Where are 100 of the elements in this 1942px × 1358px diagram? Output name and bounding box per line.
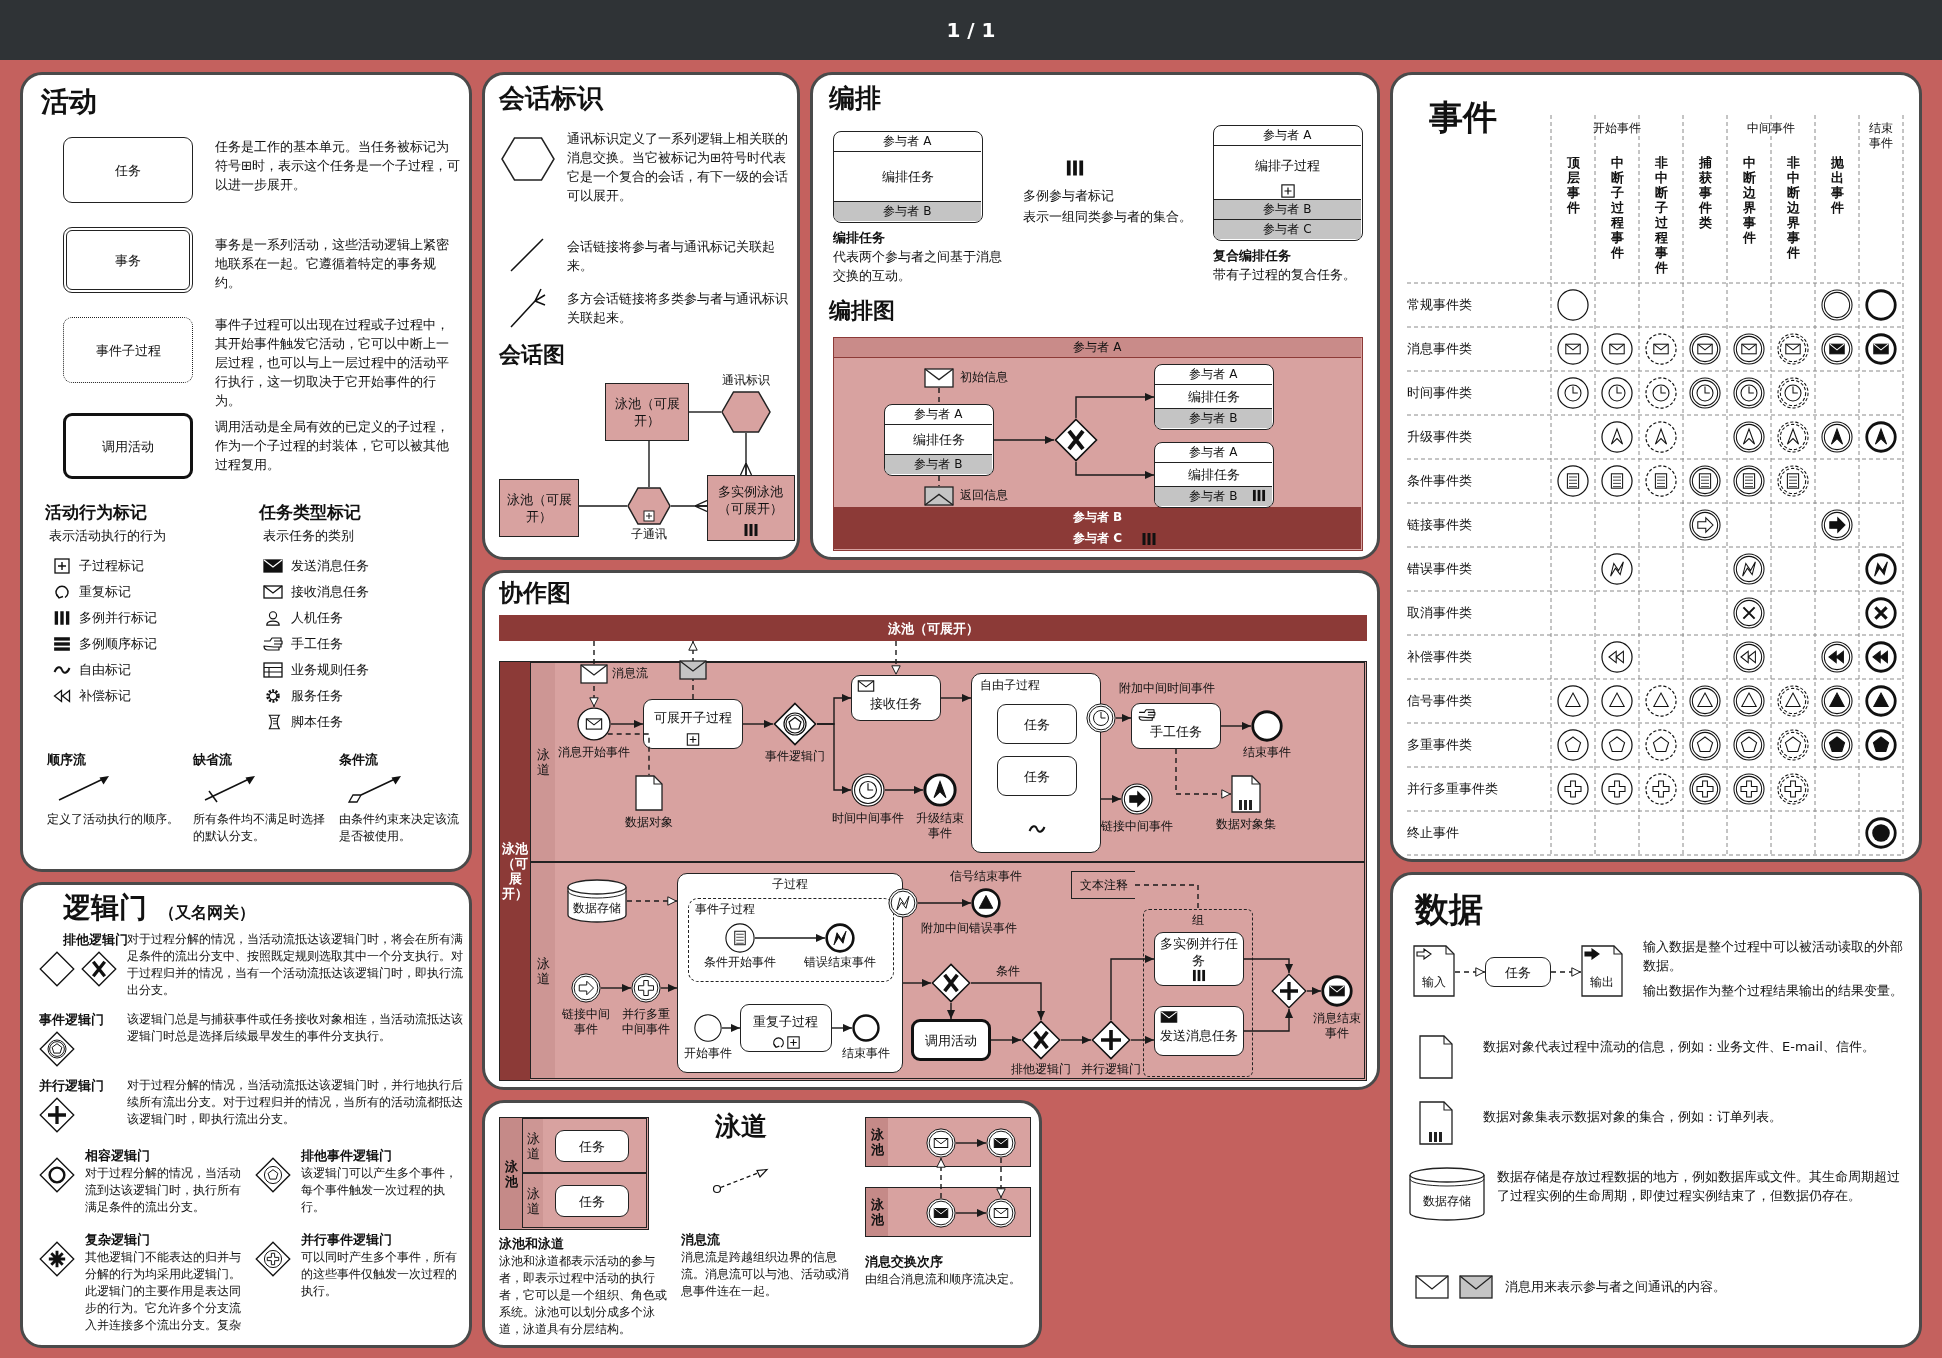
- event-caption: 附加中间错误事件: [921, 921, 1017, 936]
- description: 事务是一系列活动，这些活动逻辑上紧密地联系在一起。它遵循着特定的事务规约。: [215, 236, 450, 292]
- lane-label: 泳道: [531, 863, 555, 1078]
- task-box: 任务: [555, 1185, 629, 1217]
- participant-band: 参与者 A: [834, 132, 981, 152]
- description: 输出数据作为整个过程结果输出的结果变量。: [1643, 982, 1904, 1000]
- pentagon-gateway-diamond: [39, 1031, 75, 1067]
- data-store-label: 数据存储: [573, 901, 621, 916]
- gateway-title: 并行事件逻辑门: [301, 1231, 392, 1249]
- marker-label: 发送消息任务: [291, 557, 370, 575]
- pool-label: 泳池: [500, 1118, 522, 1229]
- arrow: [946, 1002, 956, 1020]
- marker-label: 补偿标记: [79, 687, 132, 705]
- arrow: [610, 719, 644, 729]
- description: 定义了活动执行的顺序。: [47, 811, 180, 828]
- event-caption: 链接中间事件: [561, 1007, 611, 1037]
- hexagon-caption: 通讯标识: [721, 373, 771, 388]
- envelope-start-event: [577, 707, 611, 741]
- flow-title: 缺省流: [193, 751, 233, 769]
- row-header: 升级事件类: [1407, 429, 1473, 445]
- dashed-line: [607, 733, 650, 776]
- lane-label: 泳道: [523, 1119, 543, 1172]
- marker-label: 手工任务: [291, 635, 344, 653]
- arrow: [1075, 461, 1155, 480]
- description: 会话链接将参与者与通讯标记关联起来。: [567, 238, 776, 275]
- description: 数据存储是存放过程数据的地方，例如数据库或文件。其生命周期超过了过程实例的生命周期，即使过程实例结束了，但数据仍存在。: [1497, 1168, 1901, 1205]
- task-label: 编排任务: [911, 430, 966, 449]
- arrow-intermediate-event: [571, 973, 601, 1003]
- marker-label: 接收消息任务: [291, 583, 370, 601]
- description: 代表两个参与者之间基于消息交换的互动。: [833, 248, 1003, 285]
- description: 可以同时产生多个事件，所有的这些事件仅触发一次过程的执行。: [301, 1249, 458, 1300]
- participant-band: 参与者 B: [1214, 199, 1361, 219]
- task-label: 编排任务: [880, 167, 935, 186]
- panel-title: 协作图: [499, 579, 571, 608]
- panel-subtitle: （又名网关）: [159, 903, 255, 923]
- arrow: [884, 785, 924, 795]
- envelope: [924, 368, 954, 388]
- envelope-end-event: [1321, 975, 1353, 1007]
- event-caption: 信号结束事件: [949, 869, 1023, 884]
- description: 调用活动是全局有效的已定义的子过程，作为一个子过程的封装体，它可以被其他过程复用。: [215, 418, 450, 474]
- arrow: [660, 983, 678, 993]
- column-header: 非中断边界事件: [1785, 155, 1801, 260]
- group-label: 组: [1190, 913, 1205, 928]
- asterisk-gateway-diamond: [39, 1241, 75, 1277]
- envelope-caption: 返回信息: [960, 488, 1009, 503]
- participant-band: 参与者 A: [885, 405, 992, 425]
- document-shape: [1231, 775, 1261, 813]
- task-label: 发送消息任务: [1158, 1026, 1239, 1045]
- arrow: [1130, 1035, 1155, 1045]
- text-annotation: 文本注释: [1071, 871, 1135, 899]
- page-counter: 1 / 1: [945, 17, 997, 44]
- caption-title: 泳池和泳道: [499, 1235, 565, 1253]
- event-caption: 条件开始事件: [703, 955, 777, 970]
- panel: [482, 72, 800, 560]
- arrow: [1306, 986, 1322, 996]
- event-caption: 结束事件: [1242, 745, 1292, 760]
- panel-title: 数据: [1415, 889, 1483, 930]
- description: 该逻辑门可以产生多个事件，每个事件触发一次过程的执行。: [301, 1165, 458, 1216]
- document-shape: [635, 775, 663, 811]
- event-subprocess-box: 事件子过程: [63, 317, 193, 383]
- document-caption: 数据对象: [624, 815, 674, 830]
- gateway-caption: 排他逻辑门: [1010, 1062, 1072, 1077]
- task-box: [851, 675, 941, 721]
- gateway-diamond: [39, 951, 75, 987]
- arrow: [917, 898, 972, 908]
- caption-title: 消息交换次序: [865, 1253, 944, 1271]
- line: [648, 440, 650, 488]
- swimlane: [530, 862, 1365, 1079]
- plus-intermediate-event: [631, 973, 661, 1003]
- arrow: [1075, 392, 1155, 419]
- panel-title: 逻辑门: [63, 891, 147, 925]
- row-header: 错误事件类: [1407, 561, 1473, 577]
- chevron-end-event: [923, 773, 957, 807]
- marker-label: 子过程标记: [79, 557, 145, 575]
- pool-box: 泳池（可展开）: [499, 479, 579, 537]
- envelope-intermediate-event: [986, 1128, 1016, 1158]
- participant-band: 参与者 A: [834, 338, 1361, 358]
- panel-title: 事件: [1429, 97, 1497, 138]
- participant-band: 参与者 A: [1155, 443, 1272, 463]
- line: [578, 505, 628, 507]
- event-caption: 开始事件: [683, 1046, 733, 1061]
- task-label: 编排任务: [1186, 465, 1241, 484]
- row-header: 补偿事件类: [1407, 649, 1473, 665]
- lightning-end-event: [825, 923, 855, 953]
- arrow: [955, 1138, 987, 1148]
- participant-band: 参与者 B: [1155, 408, 1272, 428]
- subprocess-label: 自由子过程: [980, 678, 1040, 693]
- dashed-arrow: [936, 1157, 946, 1199]
- flow-title: 顺序流: [47, 751, 87, 769]
- data-store-label: 数据存储: [1423, 1194, 1471, 1209]
- document-label: 输入: [1422, 975, 1446, 990]
- end-event: [852, 1014, 880, 1042]
- dashed-arrow: [891, 640, 901, 676]
- description: 由组合消息流和顺序流决定。: [865, 1271, 1022, 1288]
- marker-label: 服务任务: [291, 687, 344, 705]
- envelope-caption: 初始信息: [960, 370, 1009, 385]
- choreography-task: [884, 404, 994, 476]
- task-label: 编排任务: [1186, 387, 1241, 406]
- pool-label: 泳池（可展开）: [500, 662, 530, 1080]
- pool: [865, 1117, 1031, 1167]
